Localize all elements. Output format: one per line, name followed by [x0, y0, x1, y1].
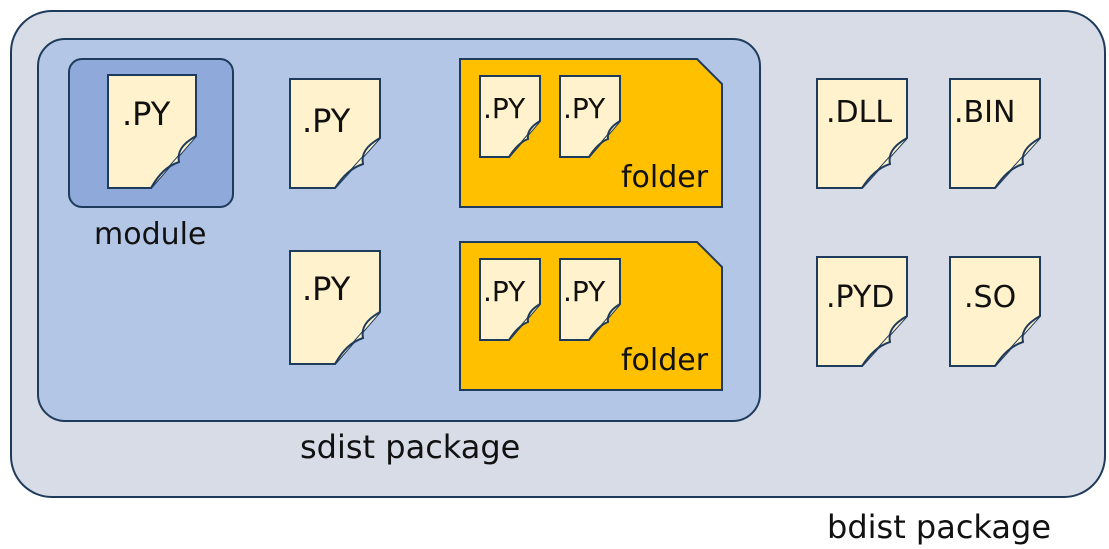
folder-label-1: folder	[621, 160, 709, 195]
document-icon	[559, 75, 621, 158]
document-icon	[289, 78, 381, 189]
file-label-folder2-py-b: .PY	[563, 275, 606, 308]
sdist-package-caption: sdist package	[300, 428, 521, 466]
document-icon	[559, 258, 621, 341]
file-label-sdist-py-bottom: .PY	[302, 270, 351, 308]
file-label-folder1-py-a: .PY	[483, 92, 526, 125]
document-icon	[949, 256, 1041, 367]
module-caption: module	[94, 217, 207, 252]
document-icon	[949, 78, 1041, 189]
folder-label-2: folder	[621, 343, 709, 378]
document-icon	[479, 75, 541, 158]
file-label-sdist-py-top: .PY	[302, 102, 351, 140]
file-label-module-py: .PY	[122, 95, 171, 133]
bdist-package-caption: bdist package	[827, 508, 1051, 546]
file-label-folder1-py-b: .PY	[563, 92, 606, 125]
file-label-pyd: .PYD	[826, 280, 895, 315]
document-icon	[479, 258, 541, 341]
document-icon	[816, 78, 908, 189]
document-icon	[107, 74, 197, 189]
file-label-folder2-py-a: .PY	[483, 275, 526, 308]
file-label-so: .SO	[964, 280, 1017, 315]
document-icon	[289, 250, 381, 365]
document-icon	[816, 256, 908, 367]
file-label-bin: .BIN	[954, 95, 1016, 130]
file-label-dll: .DLL	[826, 95, 893, 130]
